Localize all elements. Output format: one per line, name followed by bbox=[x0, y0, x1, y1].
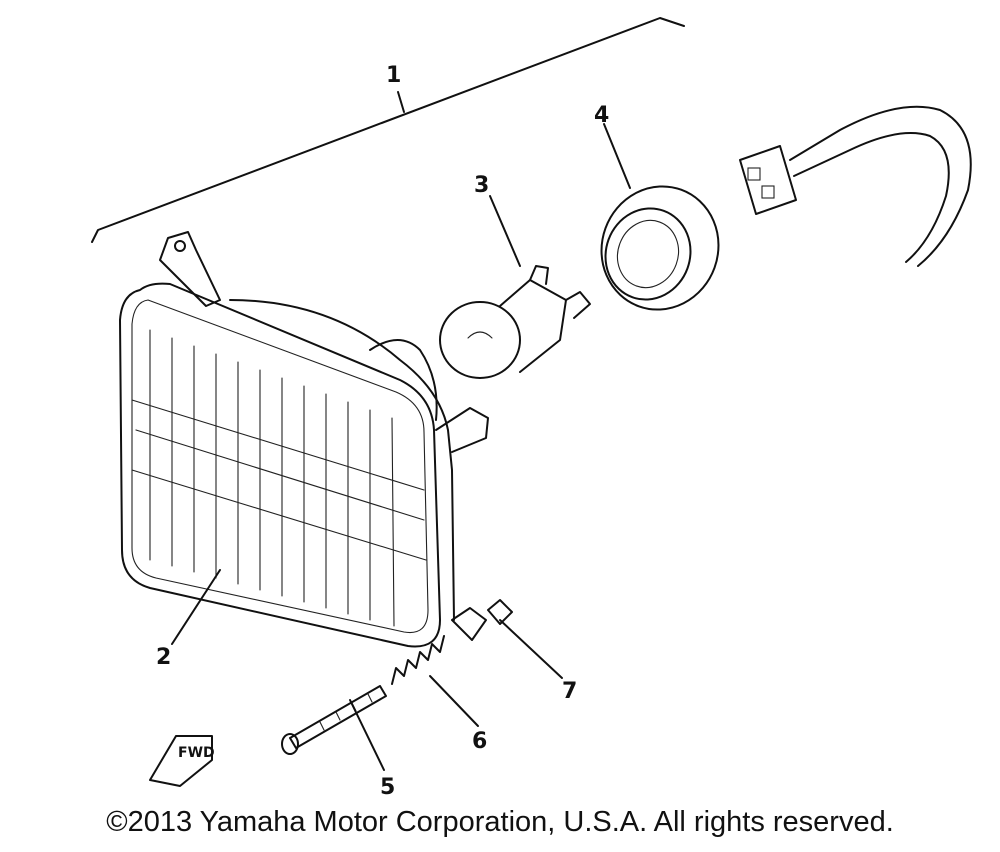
adjuster-nut bbox=[487, 599, 513, 625]
headlight-bulb bbox=[439, 265, 591, 379]
callout-7: 7 bbox=[562, 679, 577, 704]
callout-4: 4 bbox=[594, 103, 609, 128]
spring bbox=[391, 607, 487, 685]
callout-3: 3 bbox=[474, 173, 489, 198]
callout-6: 6 bbox=[472, 729, 487, 754]
headlight-unit bbox=[119, 231, 489, 648]
assembly-bracket bbox=[91, 17, 685, 243]
lens-pattern bbox=[131, 329, 427, 627]
copyright-notice: ©2013 Yamaha Motor Corporation, U.S.A. A… bbox=[106, 806, 894, 838]
bulb-socket-cover bbox=[600, 185, 720, 311]
fwd-indicator: FWD bbox=[149, 735, 215, 787]
wiring-connector bbox=[739, 105, 972, 267]
callout-2: 2 bbox=[156, 645, 171, 670]
fwd-label: FWD bbox=[178, 745, 215, 761]
leader-lines bbox=[171, 123, 631, 771]
callout-5: 5 bbox=[380, 775, 395, 800]
callout-1: 1 bbox=[386, 63, 401, 88]
